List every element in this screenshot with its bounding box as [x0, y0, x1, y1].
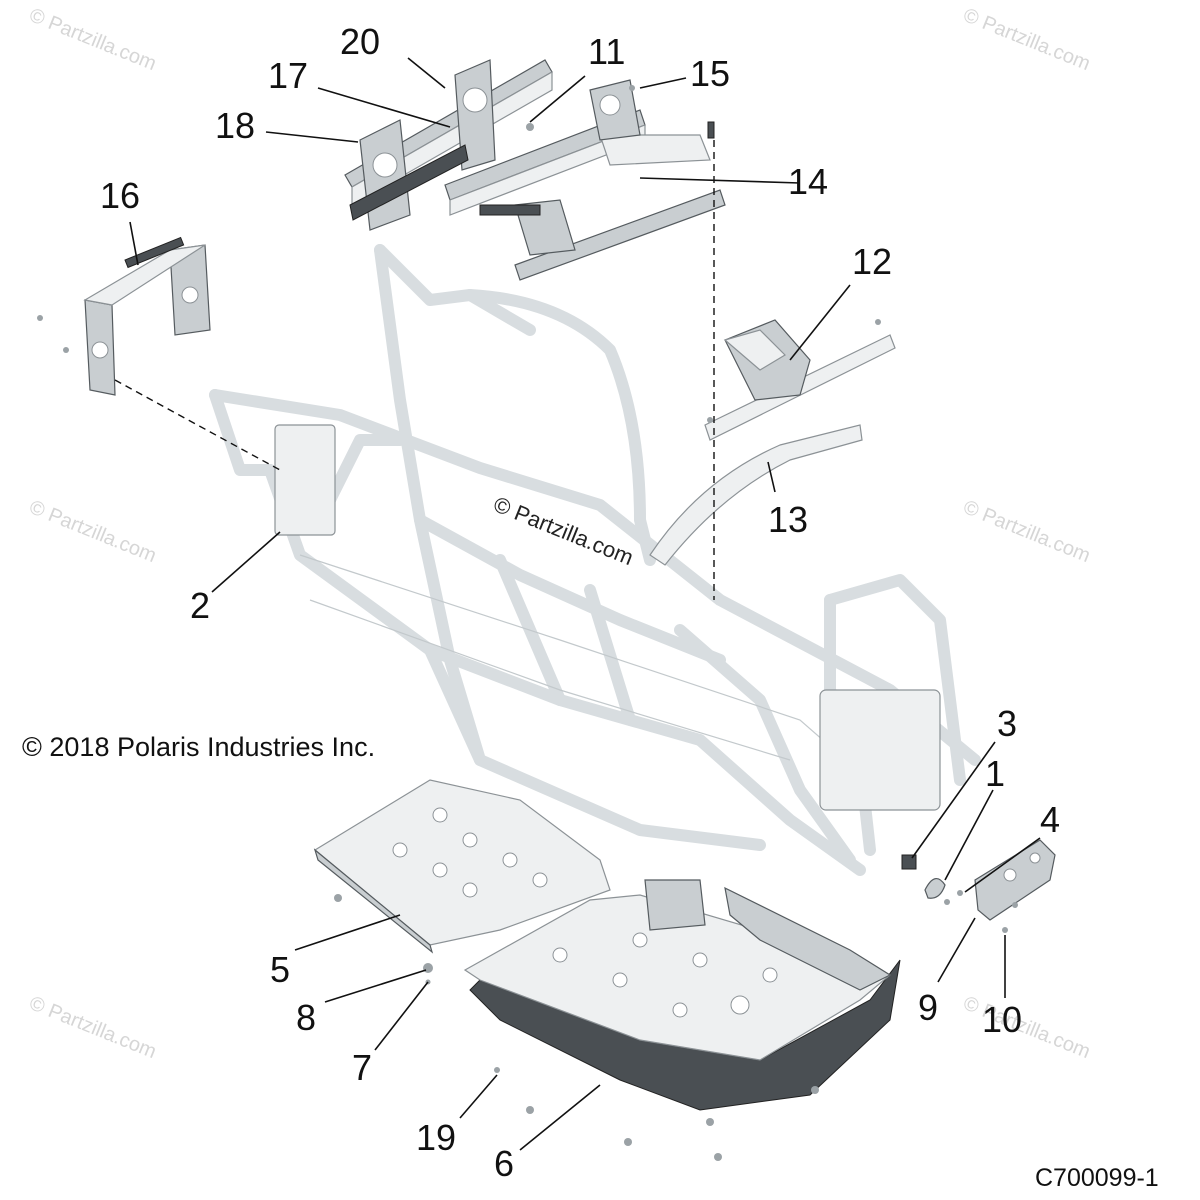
- part-13-brace: [649, 424, 863, 566]
- callout-4: 4: [1040, 799, 1060, 840]
- part-1-clamp: [924, 878, 950, 905]
- callout-12: 12: [852, 241, 892, 282]
- part-19-fastener: [494, 1067, 500, 1073]
- callout-14: 14: [788, 161, 828, 202]
- watermark-mid-left: © Partzilla.com: [26, 496, 159, 567]
- callout-2: 2: [190, 585, 210, 626]
- part-6-rear-skid-plate: [463, 879, 901, 1161]
- callout-11: 11: [588, 31, 625, 72]
- callout-18: 18: [215, 105, 255, 146]
- center-watermark: © Partzilla.com: [490, 491, 637, 570]
- callout-7: 7: [352, 1047, 372, 1088]
- callout-13: 13: [768, 499, 808, 540]
- callout-17: 17: [268, 55, 308, 96]
- callout-9: 9: [918, 987, 938, 1028]
- alignment-lines: [114, 140, 715, 600]
- watermark-top-left: © Partzilla.com: [26, 4, 159, 75]
- callout-20: 20: [340, 21, 380, 62]
- part-11-nut: [526, 123, 534, 131]
- callouts: 20 11 15 17 18 14 16 12 13 2 3 1 4 5 8 9…: [100, 21, 1060, 1184]
- chassis-frame: [209, 244, 981, 876]
- part-14-rear-rail: [444, 79, 726, 281]
- watermark-top-right: © Partzilla.com: [960, 4, 1093, 75]
- callout-8: 8: [296, 997, 316, 1038]
- callout-19: 19: [416, 1117, 456, 1158]
- part-3-clip: [901, 854, 917, 870]
- part-4-mount-plate: [957, 839, 1056, 933]
- part-10-nut: [1002, 927, 1008, 933]
- copyright-notice: © 2018 Polaris Industries Inc.: [22, 732, 375, 762]
- part-8-washer: [423, 963, 433, 973]
- part-16-front-bracket: [37, 236, 211, 396]
- part-9-bolt: [1012, 902, 1018, 908]
- callout-10: 10: [982, 999, 1022, 1040]
- callout-5: 5: [270, 949, 290, 990]
- callout-16: 16: [100, 175, 140, 216]
- leader-lines: [129, 57, 1041, 1151]
- frame-rear-gusset: [819, 689, 941, 811]
- part-17-upper-bracket: [344, 59, 553, 231]
- part-5-front-skid-plate: [313, 779, 611, 985]
- callout-6: 6: [494, 1143, 514, 1184]
- watermark-mid-right: © Partzilla.com: [960, 496, 1093, 567]
- callout-1: 1: [985, 753, 1005, 794]
- watermark-bottom-right: © Partzilla.com: [960, 992, 1093, 1063]
- watermark-bottom-left: © Partzilla.com: [26, 992, 159, 1063]
- part-12-rear-bracket: [704, 319, 896, 441]
- frame-front-gusset: [274, 424, 336, 536]
- callout-15: 15: [690, 53, 730, 94]
- callout-3: 3: [997, 703, 1017, 744]
- part-15-bolt: [629, 85, 635, 91]
- figure-id: C700099-1: [1035, 1164, 1159, 1192]
